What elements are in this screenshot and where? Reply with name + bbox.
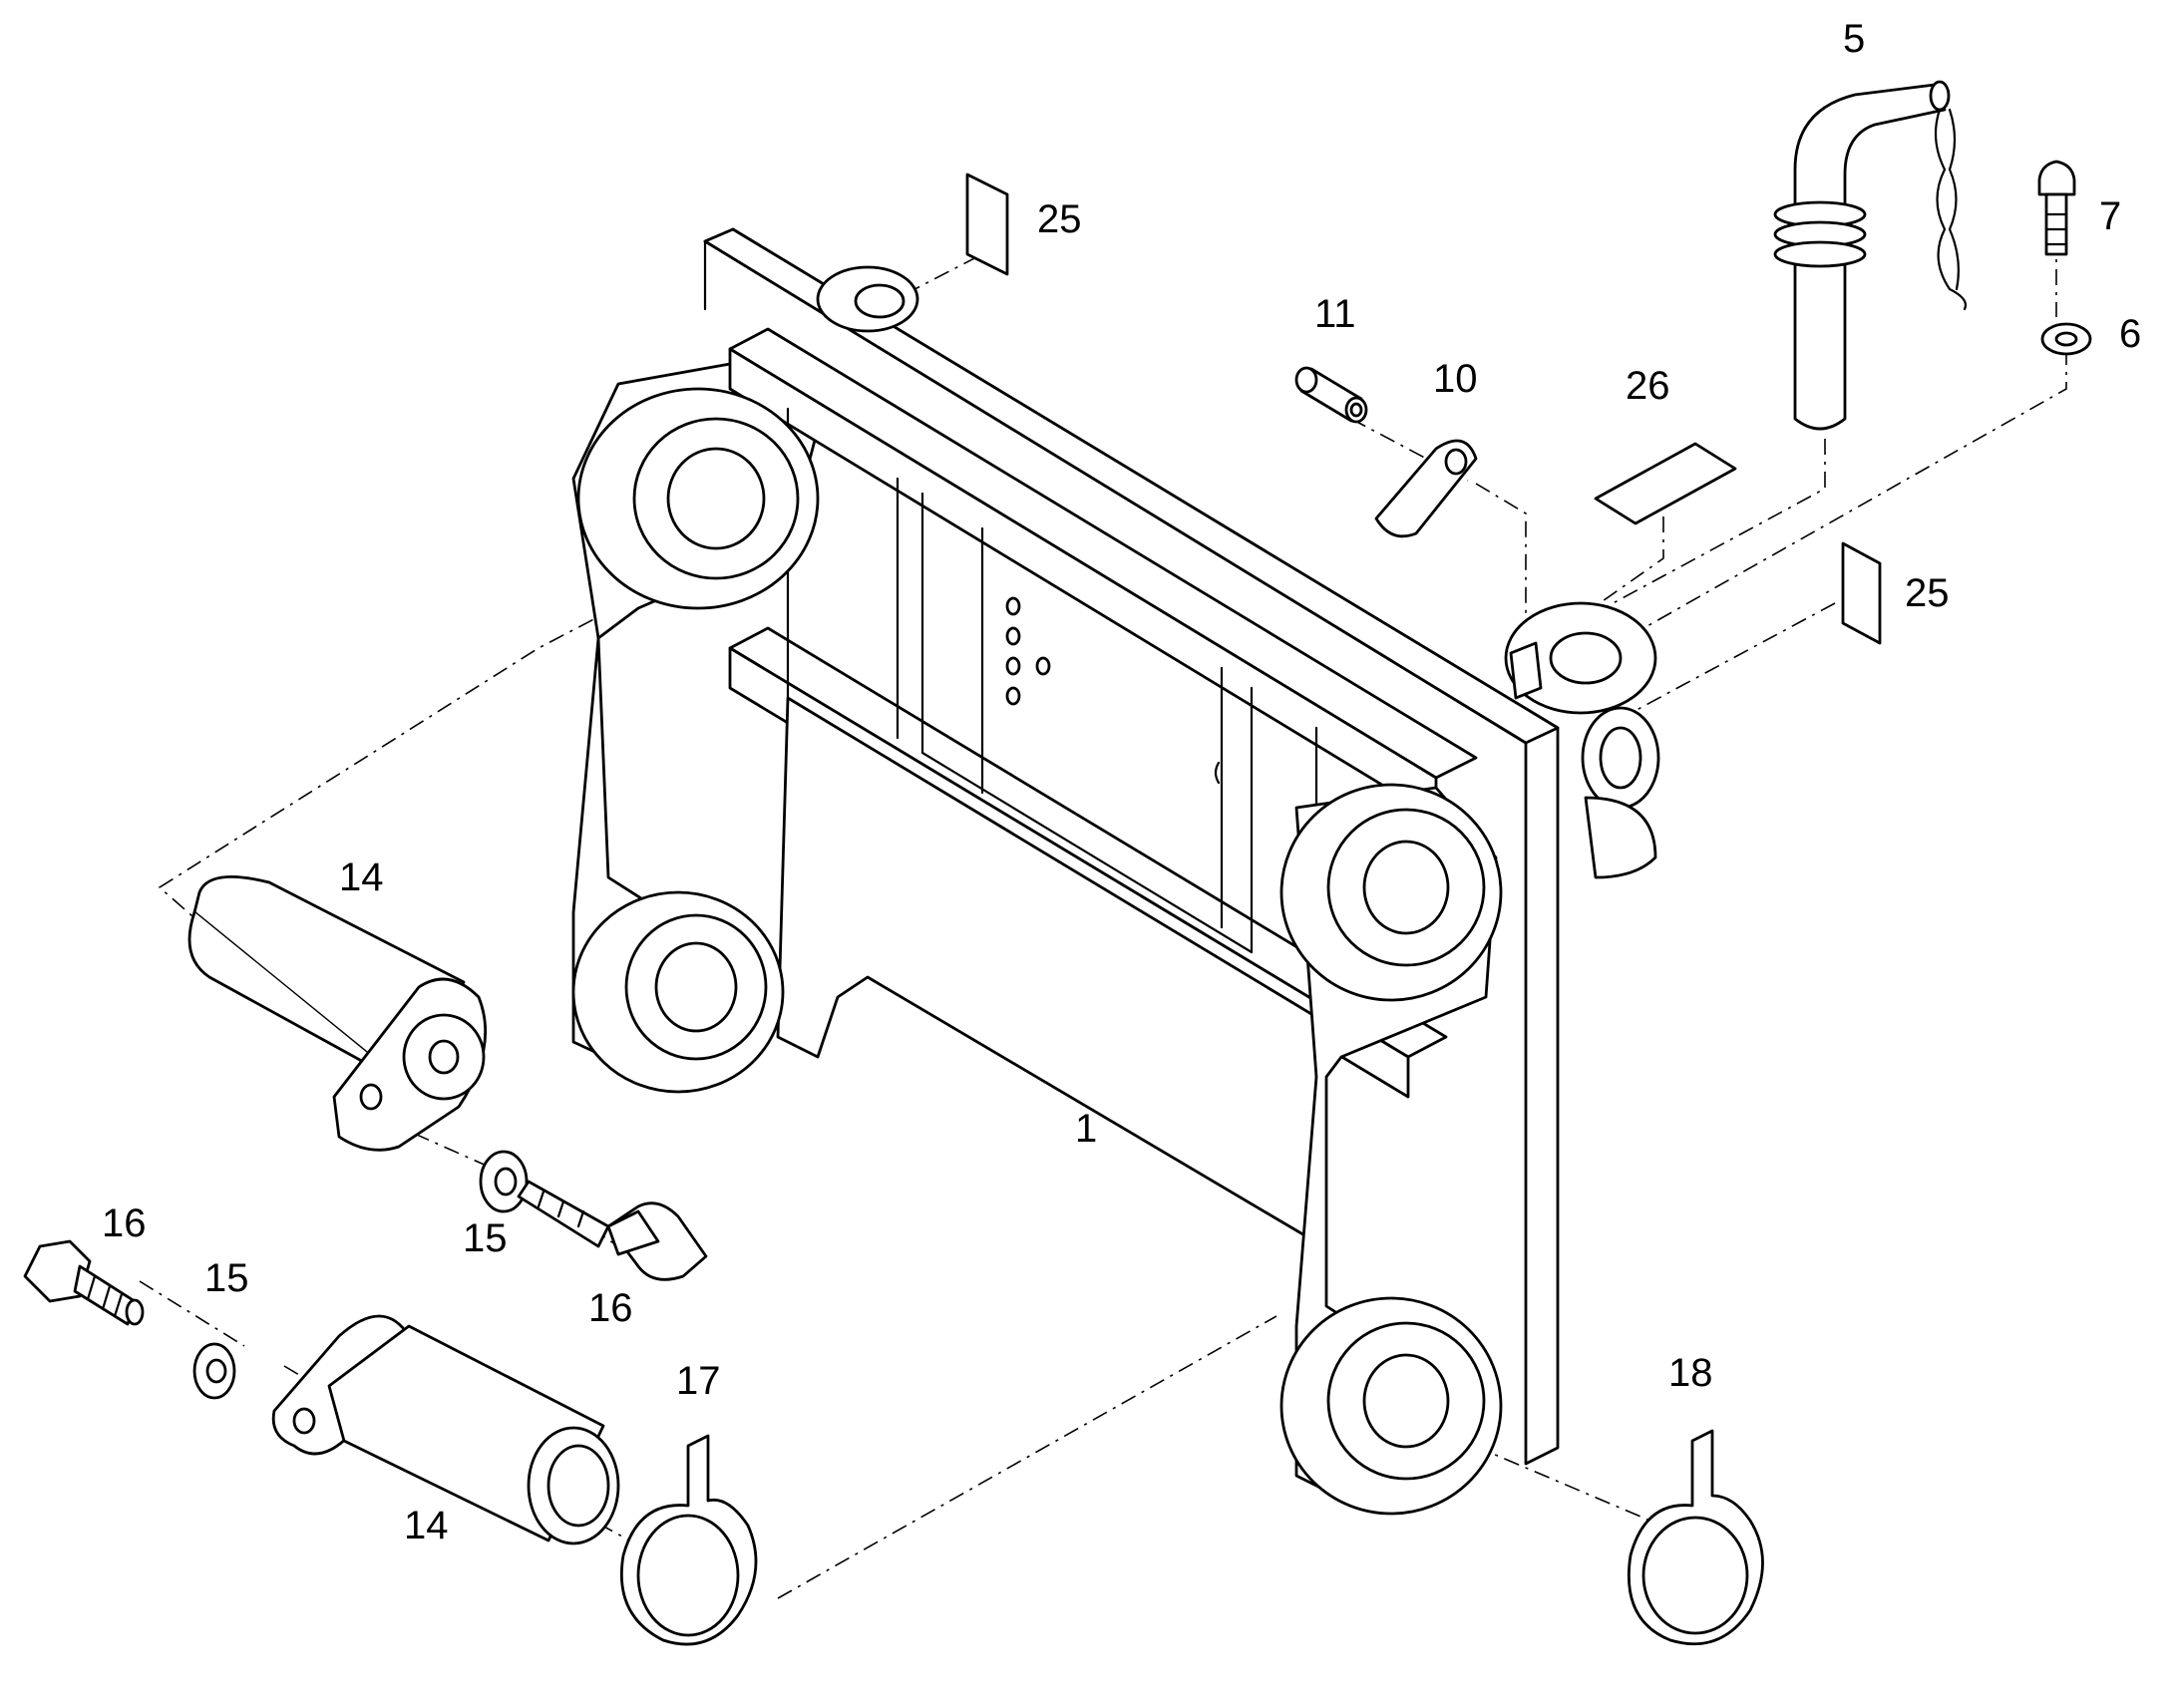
small-bolt [2037,160,2076,256]
callout-washer-mid: 15 [463,1216,508,1260]
callout-washer-left: 15 [204,1256,249,1300]
lanyard-cord [1934,108,1968,311]
callout-labels: 1 5 6 7 10 11 14 14 15 15 16 16 17 18 25… [102,17,2141,1547]
washer-mid [479,1150,529,1213]
decal-25-right [1841,541,1882,645]
frame-rear-lock [1504,601,1660,879]
callout-tab-washer-left: 17 [676,1359,721,1403]
callout-tab-washer-right: 18 [1668,1351,1713,1395]
right-lower-boss [1279,1296,1503,1516]
callout-small-washer: 6 [2119,312,2141,356]
lower-pin [271,1314,620,1545]
tab-washer-right [1627,1429,1764,1646]
main-frame [571,227,1660,1516]
callout-frame: 1 [1075,1107,1097,1151]
frame-top-rear-boss [816,265,919,333]
callout-decal-top: 25 [1037,197,1082,241]
upper-pin [187,875,488,1152]
callout-bushing: 11 [1314,292,1356,336]
decal-25-top [965,172,1009,276]
lock-pin [1773,80,1968,431]
plate-arm [1374,439,1478,538]
callout-lock-pin: 5 [1843,17,1865,61]
decal-26 [1594,442,1737,525]
callout-small-bolt: 7 [2099,194,2121,238]
callout-plate-arm: 10 [1433,357,1478,401]
callout-decal-26: 26 [1626,364,1670,408]
frame-lower-body [776,696,1318,1238]
web-holes [1005,596,1221,785]
left-lower-boss [571,890,785,1094]
callout-bolt-mid: 16 [588,1286,633,1330]
callout-bolt-left: 16 [102,1201,147,1245]
tab-washer-left [619,1434,758,1646]
small-washer [2040,322,2092,356]
callout-lower-pin: 14 [404,1504,449,1547]
bolt-mid [517,1180,708,1281]
left-upper-boss [576,387,820,610]
bushing [1294,366,1368,424]
bolt-left [23,1239,145,1326]
right-upper-boss [1279,783,1503,1002]
washer-left [192,1342,236,1400]
callout-upper-pin: 14 [339,855,384,899]
frame-rear-plate-face [703,227,1560,745]
callout-decal-right: 25 [1905,571,1950,615]
